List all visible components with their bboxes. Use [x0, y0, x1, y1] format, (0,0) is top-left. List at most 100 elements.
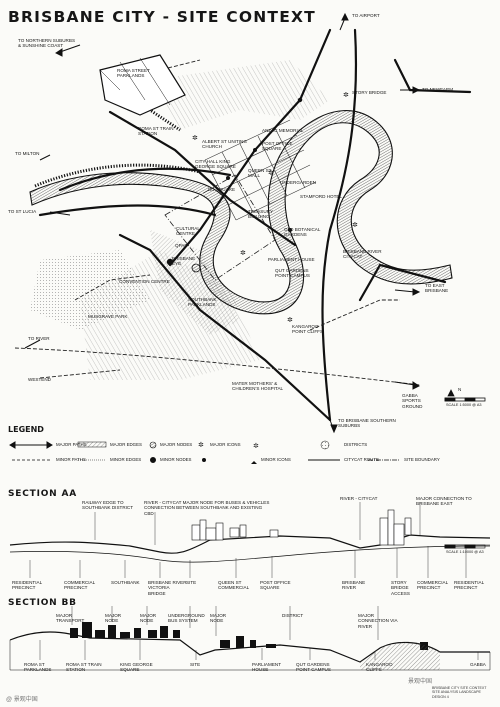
svg-text:✲: ✲: [240, 249, 246, 257]
legend-minor-nodes: MINOR NODES: [160, 457, 192, 462]
section-aa-scale: SCALE 1:10000 @ A3: [446, 550, 484, 554]
svg-text:✲: ✲: [343, 91, 349, 99]
section-bb-bottom-5: QUT GARDENS POINT CAMPUS: [296, 662, 331, 673]
section-aa-bottom-6: POST OFFICE SQUARE: [260, 580, 291, 591]
section-bb-top-6: MAJOR CONNECTION VIA RIVER: [358, 613, 398, 629]
label-qut: QUT GARDENS POINT CAMPUS: [275, 268, 310, 279]
legend-major-icons: MAJOR ICONS: [210, 442, 241, 447]
label-story-bridge: STORY BRIDGE: [352, 90, 387, 95]
label-old-botanical: OLD BOTANICAL GARDENS: [284, 227, 321, 238]
arrows: [24, 12, 421, 434]
label-treasury: TREASURY BUILDING: [248, 209, 273, 220]
svg-text:✲: ✲: [192, 134, 198, 142]
legend-major-edges: MAJOR EDGES: [110, 442, 142, 447]
section-bb-top-5: DISTRICT: [282, 613, 304, 618]
label-anzac: ANZAC MEMORIAL: [262, 128, 304, 133]
section-aa-bottom-8: STORY BRIDGE ACCESS: [391, 580, 410, 596]
legend-minor-paths: MINOR PATHS: [56, 457, 86, 462]
label-to-st-lucia: TO ST LUCIA: [8, 209, 37, 214]
label-bc-square: BC SQUARE: [208, 187, 236, 192]
label-to-newfarm: TO NEWFARM: [422, 87, 454, 92]
north-arrow-label: N: [458, 387, 462, 392]
section-bb-bottom-3: SITE: [190, 662, 201, 667]
section-bb-top-4: MAJOR NODE: [210, 613, 227, 624]
section-aa-bottom-3: BRISBANE RIVER VICTORIA BRIDGE: [148, 580, 187, 596]
section-aa-drawing: [9, 502, 491, 578]
section-aa-bottom-10: RESIDENTIAL PRECINCT: [454, 580, 484, 591]
section-bb-bottom-0: ROMA ST PARKLANDS: [24, 662, 52, 673]
credit-text: BRISBANE CITY SITE CONTEXT SITE ANALYSIS…: [432, 686, 487, 699]
label-to-east-brisbane: TO EAST BRISBANE: [425, 283, 449, 294]
section-aa-bottom-4: SITE: [186, 580, 197, 585]
section-bb-top-3: UNDERGROUND BUS SYSTEM: [168, 613, 205, 624]
legend-title: LEGEND: [8, 425, 44, 434]
map-scale-label: SCALE 1:5000 @ A3: [446, 403, 482, 407]
label-parliament: PARLIAMENT HOUSE: [268, 257, 315, 262]
label-to-northern-suburbs: TO NORTHERN SUBURBS & SUNSHINE COAST: [18, 38, 76, 49]
section-aa-bottom-9: COMMERCIAL PRECINCT: [417, 580, 448, 591]
section-bb-bottom-2: KING GEORGE SQUARE: [120, 662, 153, 673]
section-bb-top-2: MAJOR NODE: [140, 613, 157, 624]
label-to-river: TO RIVER: [28, 336, 50, 341]
section-bb-bottom-6: KANGAROO CLIFFS: [366, 662, 393, 673]
label-southbank: SOUTHBANK PARKLANDS: [188, 297, 217, 308]
label-qpac: QPAC: [175, 243, 188, 248]
map-nodes: [166, 97, 303, 273]
watermark-logo: 景观中国: [408, 679, 433, 685]
svg-text:✲: ✲: [268, 169, 274, 177]
section-bb-title: SECTION BB: [8, 598, 77, 608]
watermark: @ 景观中国: [6, 697, 38, 703]
legend-minor-edges: MINOR EDGES: [110, 457, 142, 462]
site-boundary: [164, 174, 276, 281]
label-to-southern: TO BRISBANE SOUTHERN SUBURBS: [338, 418, 396, 429]
label-cultural-centre: CULTURAL CENTRE: [176, 226, 200, 237]
label-to-airport: TO AIRPORT: [352, 13, 380, 18]
label-kangaroo: KANGAROO POINT CLIFFS: [292, 324, 324, 335]
major-edges: [34, 80, 201, 188]
section-aa-bottom-1: COMMERCIAL PRECINCT: [64, 580, 95, 591]
label-roma-parklands: ROMA STREET PARKLANDS: [117, 68, 150, 79]
section-aa-bottom-2: SOUTHBANK: [111, 580, 140, 585]
svg-text:✲: ✲: [352, 221, 358, 229]
label-convention: CONVENTION CENTRE: [119, 279, 170, 284]
section-bb-top-1: MAJOR NODE: [105, 613, 122, 624]
legend-site-boundary: SITE BOUNDARY: [404, 457, 440, 462]
section-aa-bottom-0: RESIDENTIAL PRECINCT: [12, 580, 42, 591]
section-aa-citycat: RIVER - CITYCAT MAJOR NODE FOR BUSES & V…: [144, 500, 270, 516]
legend-symbols: ✲ ✲: [9, 440, 400, 464]
map-icons: ✲ ✲ ✲ ✲ ✲ ✲: [192, 91, 358, 324]
section-aa-major-conn: MAJOR CONNECTION TO BRISBANE EAST: [416, 496, 472, 507]
label-brisbane-river: BRISBANE RIVER CITYCAT: [343, 249, 382, 260]
svg-text:✲: ✲: [198, 441, 204, 449]
section-bb-drawing: [9, 606, 491, 671]
section-aa-bottom-7: BRISBANE RIVER: [342, 580, 366, 591]
district-hatch-north: [150, 60, 330, 130]
label-post-office: POST OFFICE SQUARE: [262, 141, 293, 152]
section-aa-citycat-2: RIVER - CITYCAT: [340, 496, 378, 501]
label-to-milton: TO MILTON: [15, 151, 40, 156]
label-albert-st: ALBERT ST UNITING CHURCH: [202, 139, 247, 150]
label-queen-st: QUEEN ST MALL: [248, 168, 272, 179]
label-city-hall: CITY HALL KING GEORGE SQUARE: [195, 159, 236, 170]
legend-citycat-route: CITYCAT ROUTE: [344, 457, 379, 462]
section-aa-rail: RAILWAY EDGE TO SOUTHBANK DISTRICT: [82, 500, 134, 511]
roma-parklands-block: [99, 54, 186, 116]
label-brisbane-eye: BRISBANE EYE: [172, 256, 196, 267]
label-roma-station: ROMA ST TRAIN STATION: [138, 126, 174, 137]
section-aa-bottom-5: QUEEN ST COMMERCIAL: [218, 580, 250, 591]
section-bb-top-0: MAJOR TRANSPORT: [56, 613, 85, 624]
label-undergarden: UNDERGARDEN: [280, 180, 316, 185]
label-westend: WESTEND: [28, 377, 51, 382]
legend-major-nodes: MAJOR NODES: [160, 442, 193, 447]
legend-major-paths: MAJOR PATHS: [56, 442, 87, 447]
label-musgrave: MUSGRAVE PARK: [88, 314, 128, 319]
section-bb-bottom-1: ROMA ST TRAIN STATION: [66, 662, 102, 673]
label-stamford: STAMFORD HOTEL: [300, 194, 343, 199]
label-gabba: GABBA SPORTS GROUND: [402, 393, 423, 409]
map-scale: [444, 389, 486, 402]
section-aa-title: SECTION AA: [8, 489, 77, 499]
legend-districts: DISTRICTS: [344, 442, 368, 447]
district-dots-west: [30, 250, 150, 330]
